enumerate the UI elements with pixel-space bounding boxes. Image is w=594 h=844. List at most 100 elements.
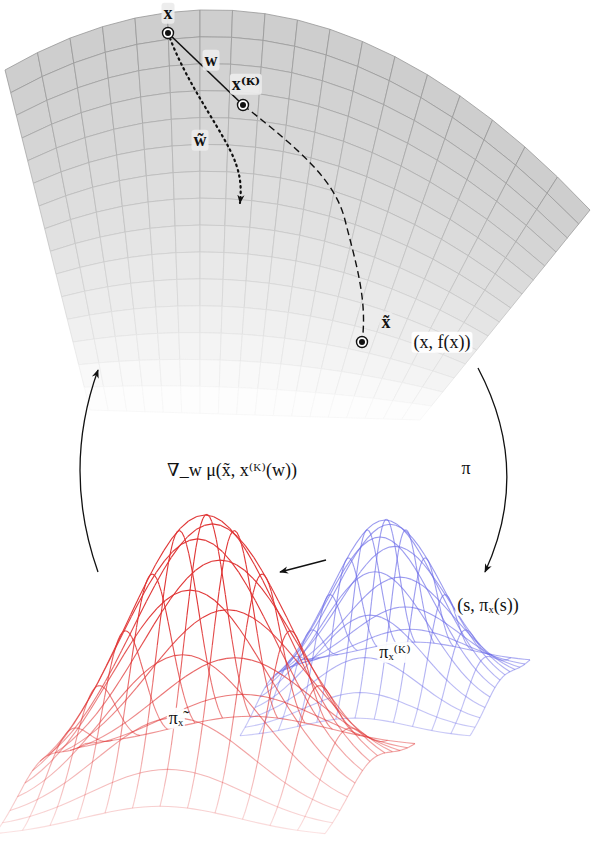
- mesh-line: [497, 682, 499, 684]
- surface-cell: [160, 359, 181, 386]
- mesh-line: [96, 735, 98, 747]
- mesh-line: [481, 659, 483, 661]
- mesh-line: [173, 644, 175, 655]
- mesh-line: [471, 648, 477, 656]
- mesh-line: [500, 678, 502, 680]
- mesh-line: [464, 735, 470, 737]
- mesh-line: [130, 618, 138, 635]
- mesh-line: [164, 576, 166, 592]
- mesh-line: [375, 564, 377, 576]
- mesh-line: [407, 549, 413, 553]
- mesh-line: [201, 720, 209, 722]
- mesh-line: [459, 734, 465, 736]
- mesh-line: [399, 746, 407, 748]
- surface-cell: [142, 386, 163, 412]
- mesh-line: [435, 613, 437, 620]
- mesh-line: [296, 703, 298, 710]
- mesh-line: [333, 616, 335, 627]
- surface-cell: [218, 387, 238, 414]
- mesh-line: [454, 646, 456, 651]
- mesh-line: [174, 591, 182, 595]
- mesh-line: [425, 557, 427, 558]
- mesh-line: [491, 656, 493, 657]
- mesh-line: [524, 659, 530, 661]
- mesh-line: [467, 688, 469, 692]
- mesh-line: [452, 645, 454, 647]
- mesh-line: [129, 728, 131, 731]
- mesh-line: [341, 616, 343, 621]
- mesh-line: [148, 701, 150, 718]
- mesh-line: [388, 621, 390, 634]
- mesh-line: [376, 706, 378, 713]
- mesh-line: [324, 640, 330, 646]
- mesh-line: [440, 607, 442, 614]
- mesh-line: [186, 623, 194, 630]
- mesh-line: [106, 690, 108, 693]
- mesh-line: [473, 672, 475, 676]
- mesh-line: [111, 727, 119, 732]
- surface-cell: [254, 147, 284, 178]
- mesh-line: [396, 549, 398, 558]
- mesh-line: [316, 608, 322, 619]
- mesh-line: [341, 590, 347, 597]
- mesh-line: [319, 674, 325, 678]
- mesh-line: [411, 607, 417, 608]
- surface-cell: [227, 145, 256, 174]
- mesh-line: [490, 656, 492, 657]
- mesh-line: [394, 573, 396, 585]
- mesh-line: [478, 672, 484, 678]
- mesh-line: [383, 696, 389, 698]
- mesh-line: [299, 717, 301, 722]
- mesh-line: [243, 694, 251, 695]
- mesh-line: [484, 657, 486, 659]
- mesh-line: [327, 659, 329, 669]
- mesh-line: [192, 562, 194, 579]
- mesh-line: [428, 659, 434, 666]
- mesh-line: [132, 642, 134, 657]
- mesh-line: [527, 661, 529, 662]
- mesh-line: [116, 654, 124, 668]
- surface-cell: [242, 308, 266, 336]
- mesh-line: [224, 551, 226, 563]
- mesh-line: [272, 694, 278, 698]
- mesh-line: [49, 746, 57, 755]
- mesh-line: [292, 705, 300, 708]
- mesh-line: [390, 523, 392, 528]
- mesh-line: [367, 718, 373, 720]
- mesh-line: [426, 558, 428, 560]
- mesh-line: [393, 630, 399, 631]
- mesh-line: [404, 590, 410, 597]
- surface-cell: [117, 150, 147, 181]
- mesh-line: [96, 703, 104, 714]
- mesh-line: [405, 634, 411, 640]
- mesh-line: [482, 652, 488, 659]
- mesh-line: [417, 705, 419, 711]
- mesh-line: [321, 724, 329, 736]
- mesh-line: [482, 658, 484, 659]
- mesh-line: [154, 706, 156, 712]
- surface-cell: [278, 178, 308, 210]
- mesh-line: [243, 728, 245, 731]
- mesh-line: [271, 592, 273, 601]
- mesh-line: [364, 654, 366, 666]
- mesh-line: [487, 653, 489, 655]
- mesh-line: [359, 586, 361, 593]
- mesh-line: [423, 676, 425, 684]
- mesh-line: [252, 711, 254, 714]
- mesh-line: [149, 608, 157, 618]
- mesh-line: [135, 789, 137, 799]
- mesh-line: [406, 704, 412, 706]
- mesh-line: [219, 658, 227, 660]
- mesh-line: [371, 635, 373, 639]
- mesh-line: [105, 686, 107, 698]
- mesh-line: [165, 774, 167, 786]
- mesh-line: [351, 551, 357, 559]
- mesh-line: [83, 709, 91, 722]
- mesh-line: [514, 669, 516, 671]
- mesh-line: [479, 661, 481, 663]
- mesh-line: [402, 529, 408, 536]
- surface-cell: [134, 307, 158, 335]
- surface-cell: [120, 176, 149, 207]
- mesh-line: [285, 647, 293, 657]
- mesh-line: [462, 634, 464, 638]
